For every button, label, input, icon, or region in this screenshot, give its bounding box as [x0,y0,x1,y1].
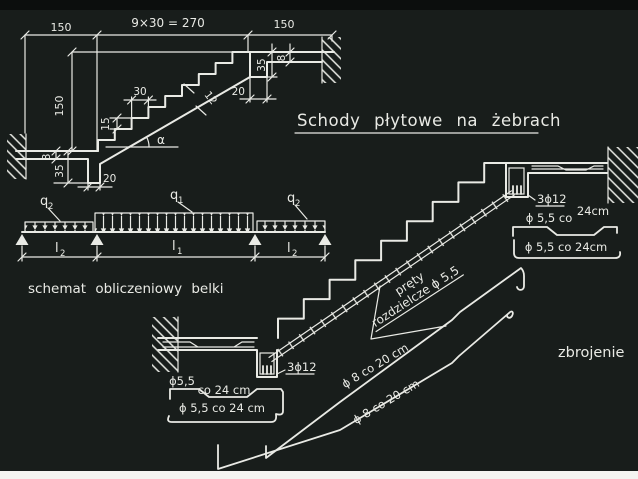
dim-flight: 9×30 = 270 [131,16,205,30]
span-right-sub: 2 [292,249,297,259]
distribution-bar-ticks [269,189,516,363]
lower-rib-bars-label: 3ϕ12 [287,360,317,374]
dim-rib-left: 35 [54,164,66,177]
dim-rib-width-bottom-lines [77,182,113,192]
stair-section-drawing: 150 9×30 = 270 150 150 8 35 20 30 15 12 … [7,16,341,192]
span-right-label: l [287,241,291,256]
wall-hatch-lower-left [7,134,26,179]
load-left-label: q [40,194,48,209]
top-bent-bar-1 [512,226,618,237]
distribution-label-underline [375,274,464,333]
dim-riser: 15 [100,117,112,130]
stair-slab-bar-lines [268,190,515,363]
angle-symbol: α [157,133,165,147]
bottom-straight-bar [167,414,278,423]
upper-landing-outline [505,162,608,198]
reinforcement-steps-outline [277,162,608,339]
dim-height: 150 [53,96,66,117]
wall-hatch-right [608,147,638,203]
photo-border-bottom [0,471,638,479]
upper-rib-bars-label: 3ϕ12 [537,192,567,206]
dim-rib-right-lines [266,43,278,82]
dim-landing-right: 150 [274,18,295,31]
distribution-label-leader [370,285,447,340]
dim-lines-lower-left [53,150,89,184]
top-bar1-label-b: 24cm [577,204,609,218]
span-mid-sub: 1 [177,247,182,257]
upper-rib-label-leader [527,194,565,207]
bottom-bar2-label: ϕ 5,5 co 24 cm [179,401,265,415]
bottom-bent-bar-1 [169,388,284,416]
main-inclined-bar-1 [265,267,525,459]
dim-slab-thickness-ticks [183,83,207,116]
load-block-left-outline [24,221,94,232]
drawing-title: Schody płytowe na żebrach [297,111,561,130]
top-bar1-label-a: ϕ 5,5 co [526,211,573,225]
load-block-right-outline [256,220,326,232]
lower-rib-main-bars [262,365,272,375]
top-bar2-label: ϕ 5,5 co 24cm [525,240,607,254]
load-mid-sub: 1 [178,196,183,206]
beam-scheme-drawing: q 2 q 1 q 2 l 2 l 1 l 2 schemat obliczen… [15,188,332,297]
dim-slab-right: 8 [276,55,288,62]
span-mid-label: l [172,239,176,254]
dim-slab-right-lines [285,43,295,67]
load-mid-label: q [170,188,178,203]
lower-landing-bars [162,341,255,348]
top-straight-bar [513,239,622,259]
dim-rib-width-top: 20 [232,86,245,98]
upper-rib-main-bars [512,185,522,195]
reinforcement-caption: zbrojenie [558,345,624,361]
bottom-bar1-label-b: co 24 cm [198,383,251,397]
dim-slab-left: 8 [41,154,53,161]
dim-height-lines [71,51,251,152]
dim-tread: 30 [133,86,146,98]
support-triangles [15,234,332,245]
span-dim-lines [21,245,326,262]
load-right-sub: 2 [295,199,300,209]
wall-hatch-upper-right [322,37,341,83]
lower-landing-and-rib-outline [15,76,251,184]
dim-rib-right: 35 [256,58,268,71]
lower-landing-outline [157,337,278,378]
photo-border-top [0,0,638,10]
load-block-right [257,221,325,231]
load-block-mid [95,213,253,232]
stair-slab-bars [268,189,516,363]
bottom-bar1-label-a: ϕ5,5 [169,374,195,388]
dim-rib-width-top-lines [239,76,277,104]
span-left-sub: 2 [60,249,65,259]
load-left-sub: 2 [48,202,53,212]
load-block-mid-outline [94,212,254,232]
lower-rib-label-leader [276,369,315,375]
dim-rib-width-bottom: 20 [103,173,116,185]
dim-height-ticks [67,47,77,156]
span-left-label: l [55,241,59,256]
load-block-left [25,222,93,232]
dim-riser-lines [109,113,133,134]
wall-hatch-left [152,317,178,372]
dim-extensions-top [24,34,333,151]
main-inclined-bar-2 [217,310,514,470]
load-right-label: q [287,191,295,206]
beam-scheme-caption: schemat obliczeniowy belki [28,281,224,297]
load-label-leaders [47,201,308,222]
dim-ticks-lower-left [51,146,73,188]
angle-arc [146,136,150,148]
dim-landing-left: 150 [51,21,72,34]
span-dim-ticks [17,252,330,262]
upper-landing-bars [531,165,604,171]
dim-tread-lines [123,95,157,119]
